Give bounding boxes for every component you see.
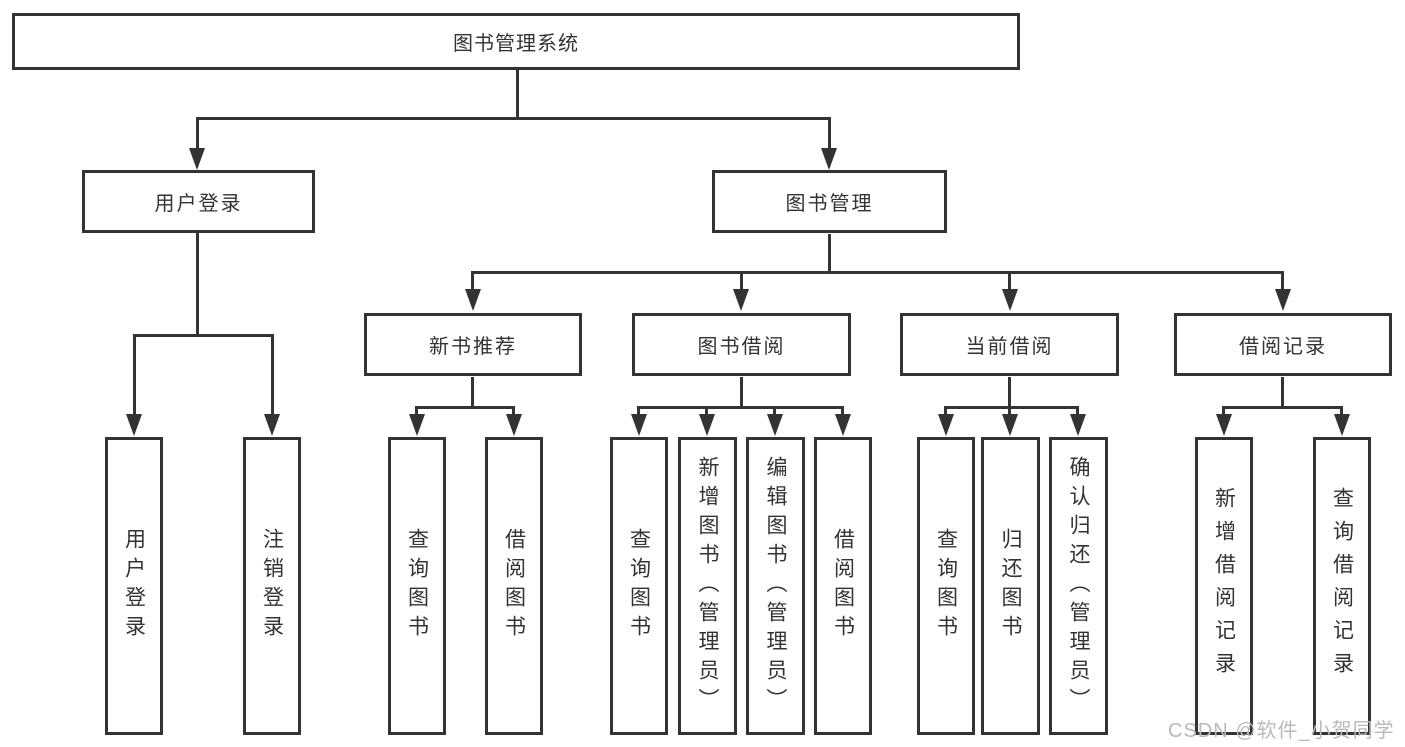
- node-user-login-action: 用户登录: [105, 437, 163, 735]
- node-borrow-books-borrowing: 借阅图书: [814, 437, 872, 735]
- node-label: 归还图书: [999, 528, 1022, 644]
- arrowhead-down-icon: [835, 414, 851, 436]
- connector-hline: [133, 334, 274, 337]
- node-label: 借阅记录: [1239, 336, 1327, 358]
- connector-vline: [1340, 407, 1343, 417]
- arrowhead-down-icon: [938, 414, 954, 436]
- node-label: 确认归还（管理员）: [1067, 455, 1090, 717]
- connector-vline: [841, 407, 844, 417]
- node-add-books-admin: 新增图书（管理员）: [678, 437, 737, 735]
- arrowhead-down-icon: [699, 414, 715, 436]
- connector-vline: [471, 377, 474, 408]
- node-label: 新书推荐: [429, 336, 517, 358]
- arrowhead-down-icon: [506, 414, 522, 436]
- connector-vline: [1008, 407, 1011, 417]
- node-label: 图书借阅: [697, 336, 786, 358]
- arrowhead-down-icon: [264, 414, 280, 436]
- connector-vline: [740, 271, 743, 293]
- watermark: CSDN @软件_小贺同学: [1168, 720, 1395, 742]
- connector-vline: [415, 407, 418, 417]
- connector-vline: [1008, 271, 1011, 293]
- node-confirm-return-admin: 确认归还（管理员）: [1049, 437, 1108, 735]
- connector-vline: [828, 117, 831, 153]
- node-label: 用户登录: [122, 528, 146, 644]
- node-label: 查询图书: [405, 528, 429, 644]
- connector-hline: [1222, 406, 1343, 409]
- node-add-borrow-record: 新增借阅记录: [1195, 437, 1253, 735]
- connector-vline: [1076, 407, 1079, 417]
- arrowhead-down-icon: [409, 414, 425, 436]
- node-book-borrowing: 图书借阅: [632, 313, 851, 376]
- connector-vline: [740, 377, 743, 408]
- node-logout: 注销登录: [243, 437, 301, 735]
- connector-vline: [705, 407, 708, 417]
- connector-hline: [415, 406, 515, 409]
- node-query-books-borrowing: 查询图书: [610, 437, 668, 735]
- connector-hline: [944, 406, 1079, 409]
- connector-vline: [773, 407, 776, 417]
- arrowhead-down-icon: [1070, 414, 1086, 436]
- connector-vline: [133, 334, 136, 416]
- node-label: 当前借阅: [965, 336, 1054, 358]
- node-query-books-recommend: 查询图书: [388, 437, 446, 735]
- connector-vline: [471, 271, 474, 293]
- node-label: 图书管理系统: [453, 33, 579, 55]
- node-return-books: 归还图书: [981, 437, 1040, 735]
- node-label: 注销登录: [260, 528, 284, 644]
- node-label: 查询借阅记录: [1330, 487, 1354, 685]
- arrowhead-down-icon: [733, 289, 749, 311]
- connector-vline: [516, 70, 519, 119]
- arrowhead-down-icon: [465, 289, 481, 311]
- arrowhead-down-icon: [189, 148, 205, 170]
- node-label: 新增图书（管理员）: [696, 455, 719, 717]
- node-user-login: 用户登录: [82, 170, 315, 233]
- node-label: 新增借阅记录: [1212, 487, 1236, 685]
- connector-vline: [1222, 407, 1225, 417]
- node-query-borrow-record: 查询借阅记录: [1313, 437, 1371, 735]
- node-label: 用户登录: [154, 193, 243, 215]
- connector-vline: [1008, 377, 1011, 408]
- node-borrow-books-recommend: 借阅图书: [485, 437, 543, 735]
- node-label: 查询图书: [934, 528, 958, 644]
- node-edit-books-admin: 编辑图书（管理员）: [746, 437, 805, 735]
- node-library-management-system: 图书管理系统: [12, 13, 1020, 70]
- node-query-books-current: 查询图书: [917, 437, 975, 735]
- connector-vline: [271, 334, 274, 416]
- arrowhead-down-icon: [1002, 289, 1018, 311]
- arrowhead-down-icon: [1334, 414, 1350, 436]
- arrowhead-down-icon: [767, 414, 783, 436]
- arrowhead-down-icon: [821, 148, 837, 170]
- node-borrowing-records: 借阅记录: [1174, 313, 1392, 376]
- node-label: 图书管理: [785, 193, 874, 215]
- node-label: 查询图书: [627, 528, 651, 644]
- connector-vline: [1281, 377, 1284, 408]
- node-new-book-recommendation: 新书推荐: [364, 313, 582, 376]
- connector-hline: [637, 406, 844, 409]
- connector-vline: [944, 407, 947, 417]
- connector-hline: [196, 117, 831, 120]
- connector-vline: [196, 117, 199, 153]
- connector-hline: [471, 271, 1284, 274]
- connector-vline: [828, 234, 831, 273]
- connector-vline: [512, 407, 515, 417]
- connector-vline: [637, 407, 640, 417]
- node-label: 借阅图书: [502, 528, 526, 644]
- node-label: 借阅图书: [831, 528, 855, 644]
- arrowhead-down-icon: [1216, 414, 1232, 436]
- connector-vline: [1281, 271, 1284, 293]
- arrowhead-down-icon: [631, 414, 647, 436]
- node-label: 编辑图书（管理员）: [764, 455, 787, 717]
- node-book-management: 图书管理: [712, 170, 947, 233]
- connector-vline: [196, 233, 199, 336]
- arrowhead-down-icon: [126, 414, 142, 436]
- node-current-borrowing: 当前借阅: [900, 313, 1119, 376]
- arrowhead-down-icon: [1275, 289, 1291, 311]
- arrowhead-down-icon: [1002, 414, 1018, 436]
